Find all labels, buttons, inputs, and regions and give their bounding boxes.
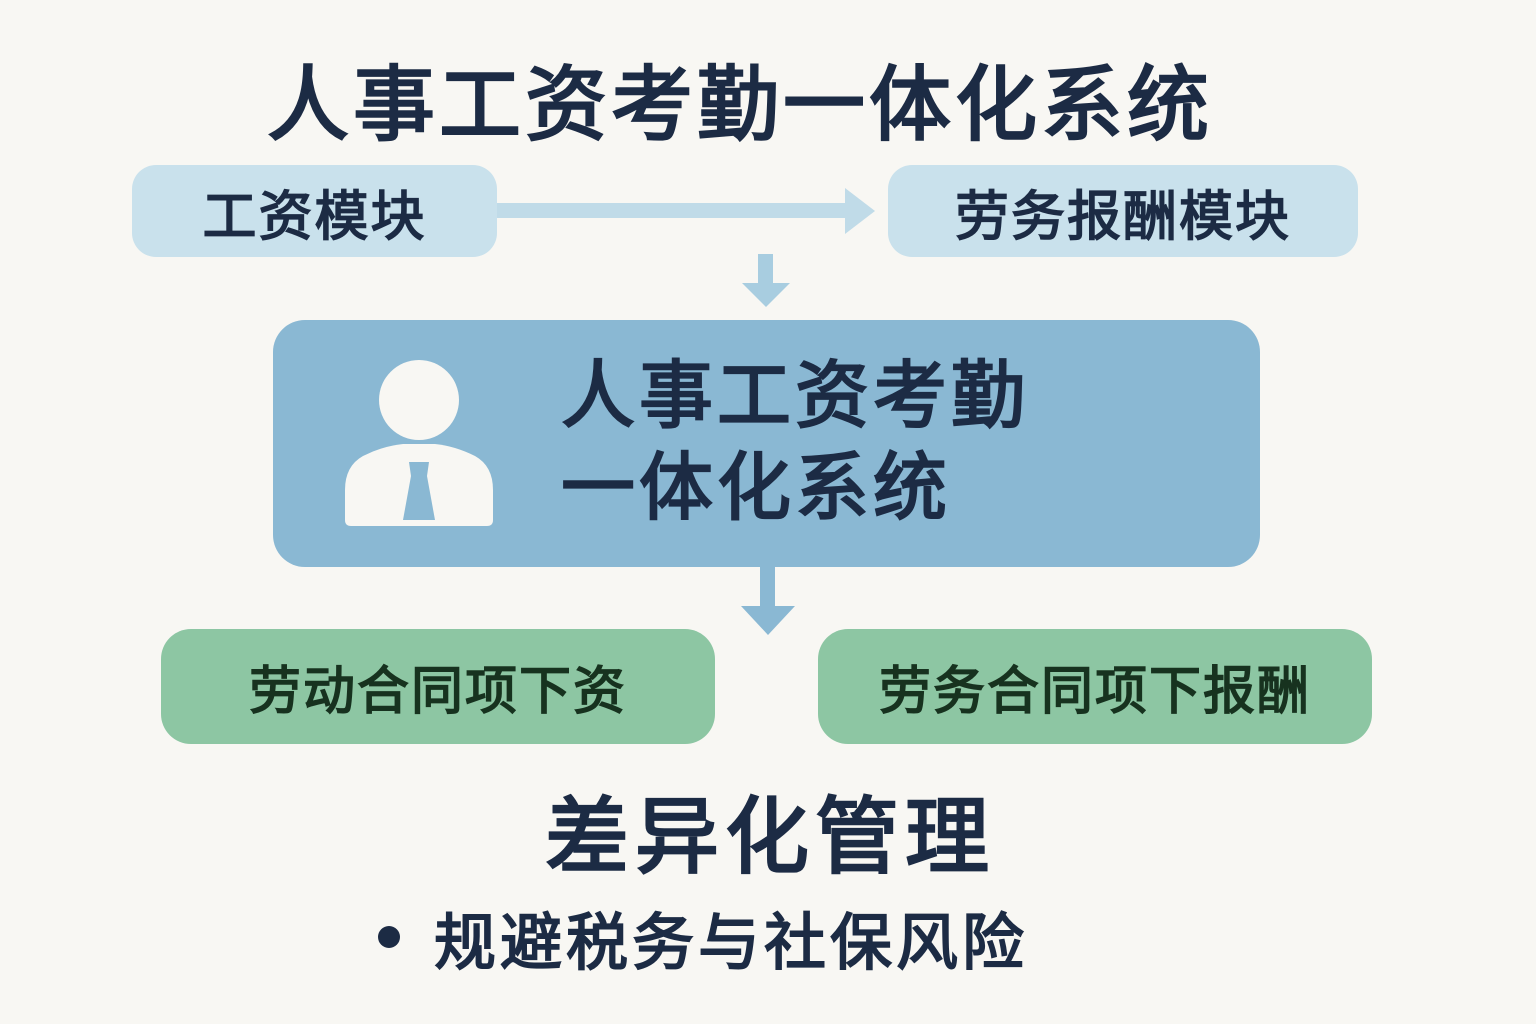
differentiated-management-heading: 差异化管理 xyxy=(544,788,995,886)
salary-module-box: 工资模块 xyxy=(132,165,497,257)
arrow-down-icon xyxy=(742,254,790,307)
central-system-title: 人事工资考勤 一体化系统 xyxy=(561,350,1029,534)
arrow-right-icon xyxy=(497,188,875,234)
bullet-item: 规避税务与社保风险 xyxy=(378,892,1028,982)
labor-service-module-box: 劳务报酬模块 xyxy=(888,165,1358,257)
labor-contract-label: 劳动合同项下资 xyxy=(248,662,627,722)
salary-module-label: 工资模块 xyxy=(202,184,427,248)
user-with-tie-icon xyxy=(345,360,493,526)
central-system-box: 人事工资考勤 一体化系统 xyxy=(273,320,1260,567)
service-contract-box: 劳务合同项下报酬 xyxy=(818,629,1372,744)
central-title-line2: 一体化系统 xyxy=(561,445,951,531)
central-title-line1: 人事工资考勤 xyxy=(561,353,1029,439)
service-contract-label: 劳务合同项下报酬 xyxy=(878,662,1311,722)
bullet-dot-icon xyxy=(378,926,400,948)
bullet-text: 规避税务与社保风险 xyxy=(434,906,1029,979)
labor-service-module-label: 劳务报酬模块 xyxy=(955,184,1291,248)
arrow-down-icon xyxy=(741,567,795,635)
labor-contract-box: 劳动合同项下资 xyxy=(161,629,715,744)
page-title: 人事工资考勤一体化系统 xyxy=(266,58,1213,153)
